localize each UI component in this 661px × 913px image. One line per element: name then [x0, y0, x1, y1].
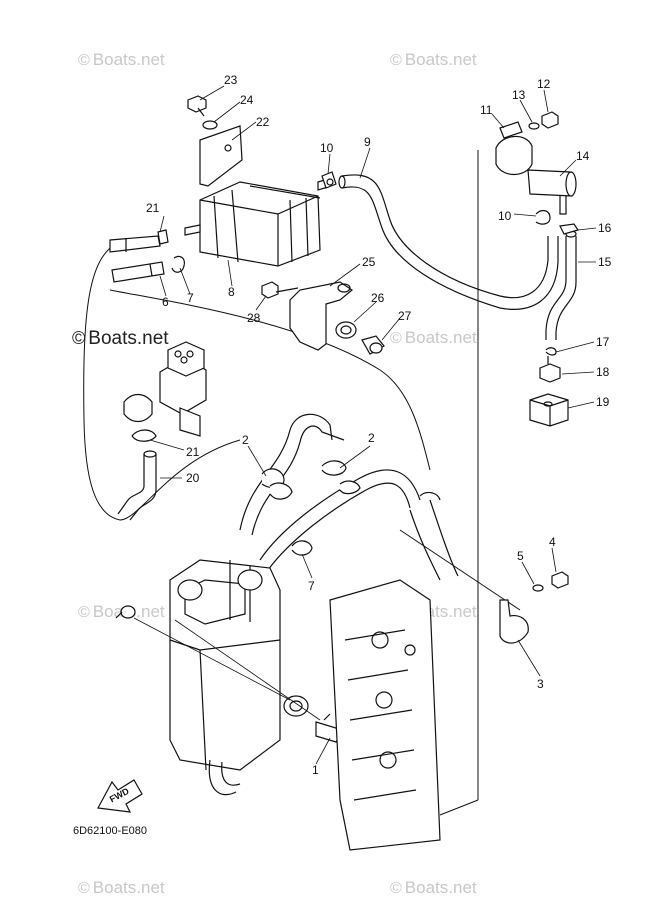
- callout-3: 3: [537, 677, 544, 691]
- callout-19: 19: [596, 395, 610, 409]
- callout-6: 6: [162, 295, 169, 309]
- callout-10: 10: [498, 209, 512, 223]
- bracket-3: [499, 599, 529, 644]
- callout-8: 8: [228, 285, 235, 299]
- callout-21: 21: [186, 445, 200, 459]
- assembly-outline-lines: [83, 150, 521, 816]
- callout-leaders: [149, 85, 597, 765]
- callout-21: 21: [146, 201, 160, 215]
- washer-5: [532, 584, 544, 592]
- callout-5: 5: [517, 549, 524, 563]
- clamp-7: [171, 255, 185, 273]
- engine-block: [329, 579, 441, 851]
- watermark: ©Boats.net: [78, 878, 165, 897]
- callout-7: 7: [308, 579, 315, 593]
- charcoal-canister: [184, 125, 329, 267]
- callout-2: 2: [242, 433, 249, 447]
- watermark: ©Boats.net: [390, 878, 477, 897]
- clip-17: [545, 347, 557, 356]
- washer-13: [528, 122, 540, 130]
- callout-14: 14: [576, 149, 590, 163]
- bolt-4: [551, 571, 569, 589]
- diagram-code: 6D62100-E080: [73, 825, 148, 837]
- clamp-10-right: [535, 209, 551, 225]
- bolt-23: [187, 95, 207, 117]
- bolt-12: [541, 111, 559, 129]
- vapor-separator: [169, 559, 281, 796]
- callout-11: 11: [480, 103, 493, 117]
- joint-14: [495, 135, 577, 215]
- callout-10: 10: [320, 141, 334, 155]
- hose-right-curve: [409, 491, 459, 581]
- watermark: ©Boats.net: [390, 328, 477, 347]
- washer-24: [202, 120, 218, 130]
- callout-labels: 1 2 2 3 4 5 6 7 7 8 9 10 10 11 12 13 14 …: [146, 73, 612, 777]
- hose-15: [545, 230, 577, 340]
- guide-line: [174, 619, 321, 721]
- guide-line: [133, 617, 291, 701]
- callout-1: 1: [312, 763, 319, 777]
- callout-26: 26: [371, 291, 385, 305]
- watermark: ©Boats.net: [78, 50, 165, 69]
- pump-assembly: [123, 341, 207, 437]
- callout-13: 13: [512, 88, 526, 102]
- callout-18: 18: [596, 365, 610, 379]
- callout-24: 24: [240, 93, 254, 107]
- watermark: ©Boats.net: [72, 328, 169, 349]
- clamp-2-left: [261, 468, 293, 500]
- callout-25: 25: [362, 255, 376, 269]
- callout-12: 12: [537, 77, 551, 91]
- hose-6: [109, 235, 165, 283]
- bracket-11: [499, 121, 523, 139]
- callout-20: 20: [186, 471, 200, 485]
- bolt-28: [261, 281, 299, 299]
- grommet-lower: [283, 695, 309, 717]
- callout-16: 16: [598, 221, 612, 235]
- clamp-21-lower: [131, 429, 157, 442]
- callout-15: 15: [598, 255, 612, 269]
- callout-27: 27: [398, 309, 412, 323]
- grommet-26: [335, 321, 357, 339]
- callout-23: 23: [224, 73, 238, 87]
- hose-9: [338, 174, 559, 310]
- damper-19: [529, 393, 569, 427]
- hose-20: [117, 450, 157, 521]
- callout-17: 17: [596, 335, 610, 349]
- callout-4: 4: [549, 535, 556, 549]
- clamp-10: [321, 171, 337, 189]
- callout-2: 2: [368, 431, 375, 445]
- hose-2: [239, 413, 421, 571]
- collar-27: [361, 335, 385, 355]
- valve-18: [539, 356, 561, 383]
- bracket-25: [289, 281, 354, 351]
- callout-28: 28: [247, 311, 261, 325]
- clamp-2-right: [321, 460, 361, 495]
- clamp-7-lower: [291, 540, 313, 556]
- watermark: ©Boats.net: [390, 50, 477, 69]
- fwd-arrow: FWD: [97, 779, 143, 813]
- clamp-21: [157, 229, 169, 245]
- callout-22: 22: [256, 115, 270, 129]
- callout-7: 7: [187, 291, 194, 305]
- collar-lower: [115, 605, 136, 619]
- callout-9: 9: [364, 135, 371, 149]
